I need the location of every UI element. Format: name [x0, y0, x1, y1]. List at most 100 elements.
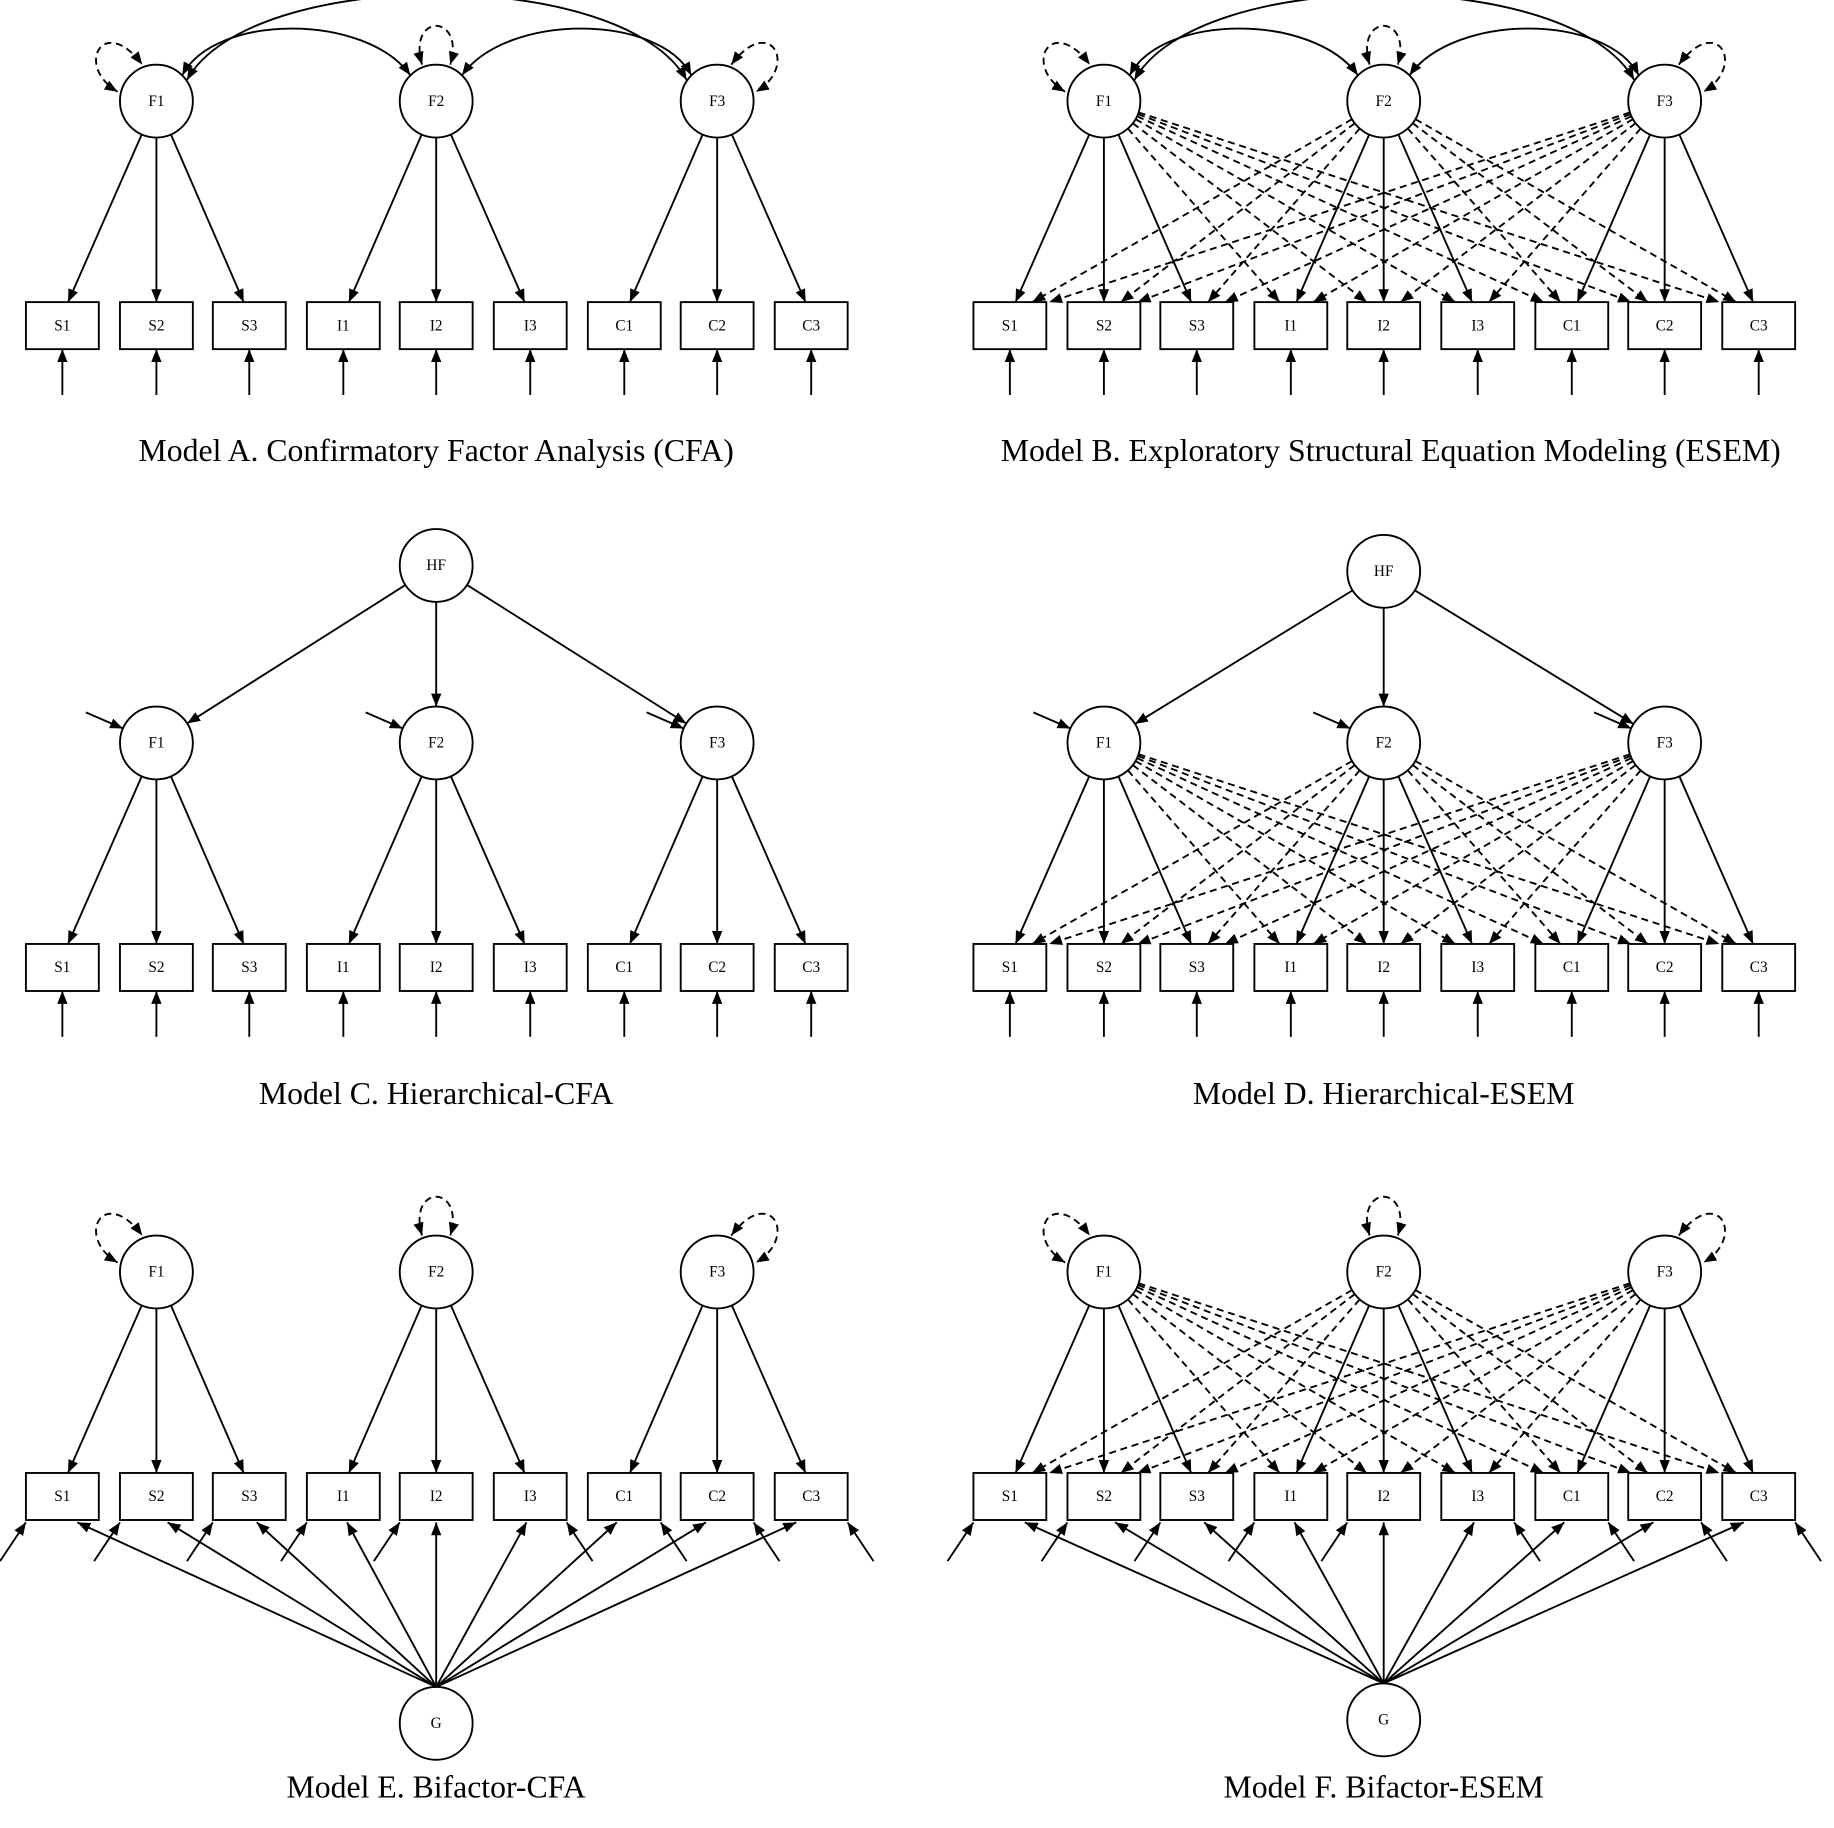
indicator-c3: C3: [773, 1472, 849, 1521]
factor-f3: F3: [1627, 1234, 1703, 1310]
factor-f3-label: F3: [1657, 93, 1673, 110]
cross-loading-arrow: [1414, 1289, 1737, 1474]
indicator-label: I2: [430, 1488, 443, 1505]
indicator-box: [1346, 943, 1422, 992]
factor-loading-arrow: [67, 775, 143, 945]
general-factor-label: G: [431, 1715, 442, 1732]
cross-loading-arrow: [1414, 118, 1737, 303]
factor-f2-shape: [398, 705, 474, 781]
cross-loading-arrow: [1137, 1284, 1631, 1474]
variance-loop-icon: [1360, 1196, 1407, 1236]
factor-f1-label: F1: [1096, 735, 1112, 752]
factor-f1-shape: [119, 1234, 194, 1310]
factor-f3-shape: [679, 63, 755, 139]
factor-f1-shape: [1066, 1234, 1142, 1310]
indicator-i1: I1: [1253, 943, 1329, 992]
cross-loading-arrow: [1399, 122, 1637, 303]
cross-loading-arrow: [1224, 757, 1632, 945]
factor-f1: F1: [1066, 1234, 1142, 1310]
factor-f3: F3: [679, 1234, 755, 1310]
factor-f1: F1: [1066, 705, 1142, 781]
general-factor: G: [1346, 1682, 1422, 1758]
factor-f3-label: F3: [1657, 735, 1673, 752]
indicator-label: S3: [1189, 959, 1205, 976]
cross-loading-arrow: [1407, 127, 1562, 303]
indicator-label: C3: [1750, 1488, 1768, 1505]
indicator-s3: S3: [1159, 1472, 1235, 1521]
factor-loading-arrow: [1295, 134, 1371, 303]
cross-loading-arrow: [1135, 118, 1456, 303]
indicator-box: [398, 1472, 474, 1521]
indicator-box: [1440, 301, 1516, 351]
indicator-i1: I1: [1253, 1472, 1329, 1521]
indicator-box: [119, 301, 194, 351]
indicator-i2: I2: [398, 943, 474, 992]
variance-loop-icon: [1042, 41, 1091, 93]
cross-loading-arrow: [1412, 122, 1649, 303]
indicator-label: I2: [430, 959, 443, 976]
indicator-s2: S2: [1066, 943, 1142, 992]
indicator-box: [492, 301, 568, 351]
factor-f1: F1: [119, 705, 194, 781]
cross-loading-arrow: [1488, 127, 1642, 303]
cross-loading-arrow: [1031, 1289, 1353, 1474]
indicator-label: S2: [1096, 317, 1112, 334]
general-loading-arrow: [1024, 1521, 1385, 1685]
factor-f3: F3: [679, 63, 755, 139]
indicator-label: S2: [1096, 1488, 1112, 1505]
indicator-s3: S3: [211, 943, 287, 992]
indicator-label: S2: [148, 959, 164, 976]
factor-f3: F3: [1627, 63, 1703, 139]
cross-loading-arrow: [1136, 1286, 1545, 1474]
indicator-label: I2: [1377, 1488, 1390, 1505]
factor-loading-arrow: [1295, 776, 1371, 945]
indicator-c1: C1: [1534, 301, 1610, 351]
indicator-c1: C1: [586, 301, 662, 351]
factor-f2: F2: [398, 1234, 474, 1310]
higher-order-loading-arrow: [1134, 589, 1354, 725]
factor-loading-arrow: [628, 776, 704, 945]
cross-loading-arrow: [1127, 1298, 1281, 1474]
indicator-label: S3: [241, 317, 257, 334]
indicator-box: [972, 1472, 1048, 1521]
indicator-i2: I2: [1346, 1472, 1422, 1521]
indicator-label: S3: [241, 1488, 257, 1505]
indicator-label: C2: [708, 959, 726, 976]
indicator-c2: C2: [1627, 301, 1703, 351]
cross-loading-arrow: [1138, 753, 1720, 945]
indicator-label: C2: [708, 1488, 726, 1505]
indicator-s3: S3: [211, 301, 287, 351]
indicator-box: [1159, 943, 1235, 992]
general-factor-shape: [398, 1685, 474, 1761]
factor-loading-arrow: [1397, 134, 1473, 303]
cross-loading-arrow: [1048, 1282, 1631, 1474]
cross-loading-arrow: [1224, 1286, 1632, 1474]
general-loading-arrow: [346, 1521, 438, 1688]
indicator-label: S2: [1096, 959, 1112, 976]
indicator-label: I1: [337, 959, 350, 976]
indicator-c2: C2: [1627, 1472, 1703, 1521]
indicator-label: C2: [708, 317, 726, 334]
indicator-box: [211, 1472, 287, 1521]
indicator-label: I3: [524, 317, 537, 334]
factor-loading-arrow: [1397, 775, 1473, 945]
cross-loading-arrow: [1127, 127, 1281, 303]
factor-f3: F3: [1627, 705, 1703, 781]
indicator-box: [305, 1472, 381, 1521]
indicator-label: C3: [802, 317, 820, 334]
indicator-box: [1721, 1472, 1797, 1521]
indicator-box: [972, 301, 1048, 351]
residual-arrow: [93, 1521, 121, 1562]
cross-loading-arrow: [1031, 760, 1353, 945]
factor-f1: F1: [1066, 63, 1142, 139]
factor-f1-shape: [1066, 63, 1142, 139]
factor-loading-arrow: [1397, 1304, 1473, 1474]
factor-loading-arrow: [628, 134, 704, 303]
indicator-label: C3: [1750, 317, 1768, 334]
model-caption: Model C. Hierarchical-CFA: [259, 1076, 614, 1111]
factor-f3-label: F3: [709, 93, 725, 110]
general-loading-arrow: [76, 1521, 437, 1688]
indicator-c3: C3: [1721, 301, 1797, 351]
residual-arrow: [0, 1521, 27, 1562]
